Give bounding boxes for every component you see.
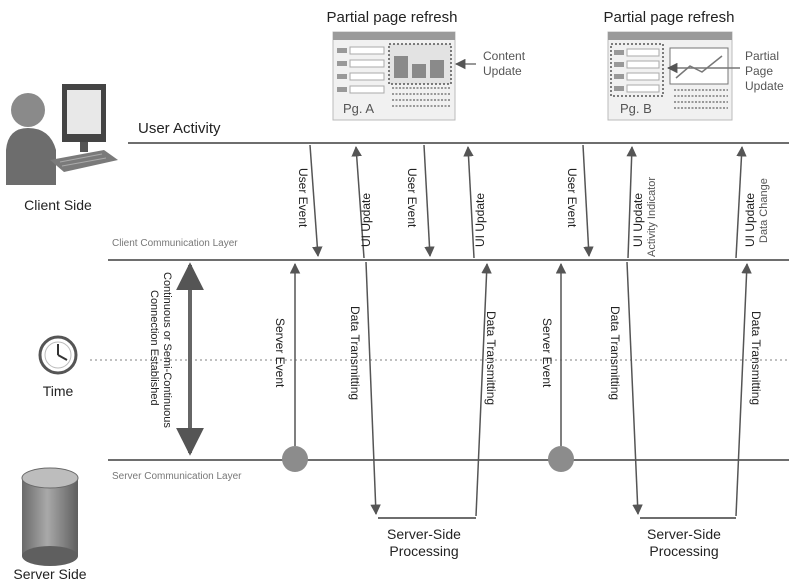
page-b-label: Pg. B [620,101,652,116]
page-b-thumbnail [607,31,733,121]
user-event-label-2: User Event [405,168,419,228]
user-event-label-1: User Event [296,168,310,228]
processing-1-line2: Processing [389,543,458,559]
partial-page-line1: Partial [745,49,779,63]
ui-update-label-2: UI Update [473,193,487,247]
server-event-label-2: Server Event [540,318,554,388]
connection-label-line2: Connection Established [148,290,160,406]
activity-indicator-label: Activity Indicator [646,177,658,257]
server-event-dot-1 [282,446,308,472]
client-user-icon [6,84,118,185]
client-layer-label: Client Communication Layer [112,238,238,249]
ui-update-arrow-4 [735,145,747,259]
data-transmitting-arrow-2 [475,262,492,517]
data-transmitting-label-1: Data Transmitting [348,306,362,400]
user-event-label-3: User Event [565,168,579,228]
user-event-arrow-2 [423,144,435,258]
server-side-label: Server Side [13,566,86,582]
partial-page-line2: Page [745,64,773,78]
ui-update-label-4: UI Update [743,193,757,247]
client-side-label: Client Side [24,197,92,213]
user-event-arrow-1 [309,144,323,258]
content-update-line1: Content [483,49,526,63]
content-update-line2: Update [483,64,522,78]
page-a-thumbnail [332,31,456,121]
refresh-a-title: Partial page refresh [327,9,458,26]
data-transmitting-arrow-1 [365,261,381,516]
data-transmitting-label-2: Data Transmitting [484,311,498,405]
server-event-label-1: Server Event [273,318,287,388]
user-activity-label: User Activity [138,120,221,137]
partial-page-line3: Update [745,79,784,93]
ui-update-arrow-3 [626,145,637,259]
server-event-arrows [282,261,752,517]
client-event-arrows [309,144,747,259]
server-database-icon [21,467,79,566]
processing-2-line2: Processing [649,543,718,559]
user-event-arrow-3 [582,144,594,258]
ui-update-arrow-2 [463,145,475,259]
ui-update-label-3: UI Update [631,193,645,247]
data-transmitting-arrow-3 [626,261,643,516]
processing-2-line1: Server-Side [647,526,721,542]
server-event-dot-2 [548,446,574,472]
ui-update-label-1: UI Update [359,193,373,247]
data-transmitting-label-4: Data Transmitting [749,311,763,405]
data-change-label: Data Change [758,178,770,243]
refresh-b-title: Partial page refresh [604,9,735,26]
connection-label-line1: Continuous or Semi-Continuous [161,272,173,428]
clock-icon [38,335,78,375]
server-layer-label: Server Communication Layer [112,471,242,482]
data-transmitting-label-3: Data Transmitting [608,306,622,400]
page-a-label: Pg. A [343,101,374,116]
time-label: Time [43,383,74,399]
processing-1-line1: Server-Side [387,526,461,542]
ui-update-arrow-1 [351,145,365,259]
data-transmitting-arrow-4 [735,262,752,517]
